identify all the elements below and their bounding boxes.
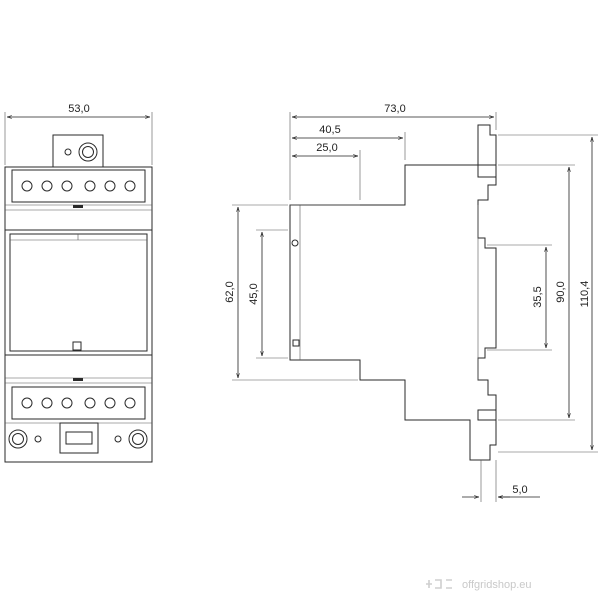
width-label: 53,0 — [68, 103, 89, 115]
height-inner-dimension — [256, 229, 288, 359]
height-label: 62,0 — [224, 281, 236, 302]
watermark-text: offgridshop.eu — [462, 579, 532, 591]
rail-dimension — [487, 244, 552, 351]
height-total-dimension — [498, 134, 598, 453]
depth-mid-dimension — [292, 132, 406, 160]
side-view — [232, 112, 598, 502]
depth-label: 73,0 — [384, 103, 405, 115]
front-cover — [4, 229, 153, 356]
height-inner-label: 45,0 — [248, 283, 260, 304]
top-terminal-row — [5, 169, 152, 211]
height-total-label: 110,4 — [579, 281, 591, 308]
height-dimension — [232, 204, 358, 381]
side-profile — [289, 124, 497, 461]
height-body-dimension — [498, 164, 575, 421]
width-dimension — [4, 112, 153, 165]
plug-logo-icon — [426, 579, 452, 589]
rail-depth-dimension — [462, 460, 540, 502]
depth-front-label: 25,0 — [316, 142, 337, 154]
depth-mid-label: 40,5 — [319, 124, 340, 136]
rail-depth-label: 5,0 — [512, 484, 527, 496]
front-housing — [4, 166, 153, 463]
bottom-terminal-row — [5, 377, 152, 420]
depth-front-dimension — [292, 150, 361, 200]
rail-label: 35,5 — [532, 286, 544, 307]
front-view — [4, 112, 153, 463]
depth-dimension — [289, 112, 497, 200]
bottom-clip-row — [5, 422, 152, 454]
side-hole — [291, 239, 299, 247]
top-mounting-tab — [52, 134, 104, 169]
height-body-label: 90,0 — [555, 281, 567, 302]
